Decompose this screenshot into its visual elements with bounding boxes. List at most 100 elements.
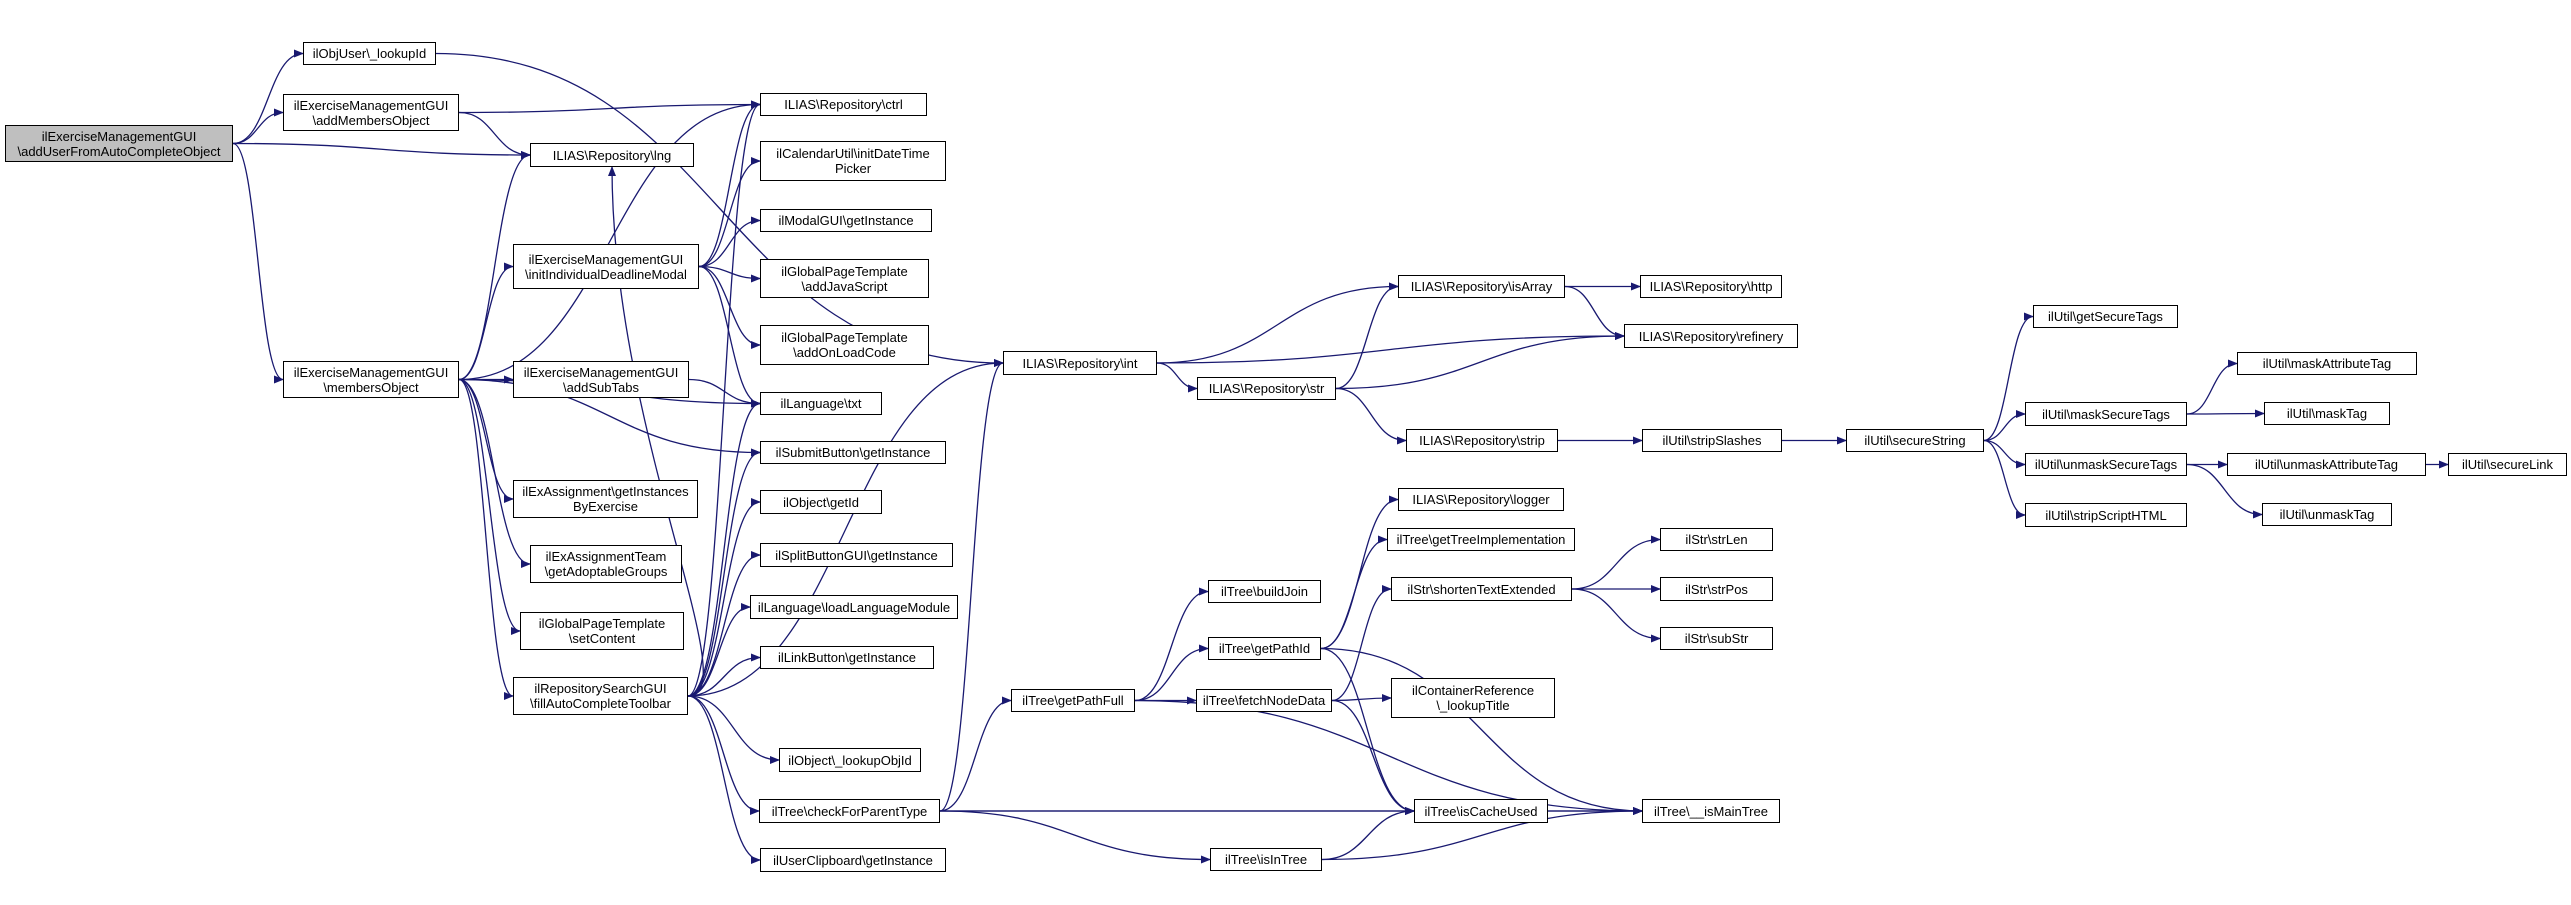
edge-n50-n43	[1320, 495, 1399, 650]
edge-n2-n5	[458, 100, 761, 114]
edge-n21-n20	[687, 653, 761, 697]
node-iltree-fetchnodedata[interactable]: ilTree\fetchNodeData	[1196, 689, 1332, 712]
node-ilutil-maskattributetag[interactable]: ilUtil\maskAttributeTag	[2237, 352, 2417, 375]
node-ilstr-strpos[interactable]: ilStr\strPos	[1660, 577, 1773, 601]
node-iltree-getpathid[interactable]: ilTree\getPathId	[1208, 637, 1321, 660]
node-illanguage-loadlanguagemodule[interactable]: ilLanguage\loadLanguageModule	[750, 595, 958, 619]
node-label: ilContainerReference \_lookupTitle	[1411, 683, 1535, 713]
node-ilglobalpagetemplate-addonloadcode[interactable]: ilGlobalPageTemplate \addOnLoadCode	[760, 325, 929, 365]
node-ilias-repository-ctrl[interactable]: ILIAS\Repository\ctrl	[760, 93, 927, 116]
node-ilcontainerreference-lookuptitle[interactable]: ilContainerReference \_lookupTitle	[1391, 678, 1555, 718]
node-label: ILIAS\Repository\http	[1649, 279, 1773, 294]
node-label: ilSubmitButton\getInstance	[775, 445, 931, 460]
node-ilias-repository-strip[interactable]: ILIAS\Repository\strip	[1406, 429, 1558, 452]
node-label: ilObjUser\_lookupId	[312, 46, 427, 61]
node-iltree-buildjoin[interactable]: ilTree\buildJoin	[1208, 580, 1321, 603]
node-illinkbutton-getinstance[interactable]: ilLinkButton\getInstance	[760, 646, 934, 669]
edge-n8-n9	[698, 265, 761, 283]
node-ilexercisemanagementgui-addmembersobject[interactable]: ilExerciseManagementGUI \addMembersObjec…	[283, 94, 459, 131]
edge-n8-n5	[698, 100, 761, 268]
node-ilutil-getsecuretags[interactable]: ilUtil\getSecureTags	[2033, 305, 2178, 328]
node-label: ilCalendarUtil\initDateTime Picker	[776, 146, 930, 176]
node-ilexassignment-getinstances-byexercise[interactable]: ilExAssignment\getInstances ByExercise	[513, 480, 698, 518]
node-ilobject-lookupobjid[interactable]: ilObject\_lookupObjId	[779, 748, 921, 772]
node-ilsplitbuttongui-getinstance[interactable]: ilSplitButtonGUI\getInstance	[760, 543, 953, 567]
node-label: ilUtil\maskTag	[2286, 406, 2368, 421]
node-label: ilUserClipboard\getInstance	[773, 852, 933, 868]
node-label: ILIAS\Repository\logger	[1412, 492, 1550, 507]
edge-n0-n3	[232, 142, 531, 159]
node-ilias-repository-logger[interactable]: ILIAS\Repository\logger	[1398, 488, 1564, 511]
node-ilmodalgui-getinstance[interactable]: ilModalGUI\getInstance	[760, 209, 932, 232]
node-label: ilGlobalPageTemplate \addOnLoadCode	[781, 330, 908, 360]
edge-n35-n37	[2186, 409, 2265, 418]
node-ilias-repository-http[interactable]: ILIAS\Repository\http	[1640, 275, 1782, 298]
node-ilexercisemanagementgui-addsubtabs[interactable]: ilExerciseManagementGUI \addSubTabs	[513, 361, 689, 398]
edge-n21-n22	[687, 695, 780, 764]
node-ilias-repository-lng[interactable]: ILIAS\Repository\lng	[530, 143, 694, 167]
edge-n21-n24	[687, 695, 761, 864]
node-ilutil-securestring[interactable]: ilUtil\secureString	[1846, 429, 1984, 452]
edge-n25-n30	[1156, 362, 1198, 393]
node-ilutil-unmasktag[interactable]: ilUtil\unmaskTag	[2262, 503, 2392, 526]
node-label: ilRepositorySearchGUI \fillAutoCompleteT…	[530, 681, 671, 711]
node-ilutil-stripslashes[interactable]: ilUtil\stripSlashes	[1642, 429, 1782, 452]
node-iltree-ismaintree[interactable]: ilTree\__isMainTree	[1642, 799, 1780, 823]
node-label: ilExAssignmentTeam \getAdoptableGroups	[544, 549, 668, 579]
node-label: ilTree\checkForParentType	[771, 803, 928, 819]
node-iluserclipboard-getinstance[interactable]: ilUserClipboard\getInstance	[760, 848, 946, 872]
node-ilias-repository-str[interactable]: ILIAS\Repository\str	[1197, 377, 1336, 400]
node-ilobject-getid[interactable]: ilObject\getId	[760, 490, 882, 514]
node-ilias-repository-isarray[interactable]: ILIAS\Repository\isArray	[1398, 275, 1565, 298]
node-ilexercisemanagementgui-membersobject[interactable]: ilExerciseManagementGUI \membersObject	[283, 361, 459, 398]
edge-n33-n42	[1983, 439, 2026, 519]
node-ilutil-securelink[interactable]: ilUtil\secureLink	[2448, 453, 2567, 476]
node-label: ilUtil\unmaskTag	[2279, 507, 2375, 522]
edge-n27-n29	[1564, 285, 1625, 340]
node-label: ilUtil\maskSecureTags	[2042, 406, 2170, 422]
node-ilutil-unmasksecuretags[interactable]: ilUtil\unmaskSecureTags	[2025, 453, 2187, 476]
node-label: ilTree\fetchNodeData	[1202, 693, 1326, 708]
node-label: ilGlobalPageTemplate \setContent	[538, 616, 666, 646]
node-ilstr-shortentextextended[interactable]: ilStr\shortenTextExtended	[1391, 577, 1572, 601]
node-iltree-isintree[interactable]: ilTree\isInTree	[1210, 848, 1322, 871]
edge-n2-n3	[458, 111, 531, 159]
edge-n8-n7	[698, 216, 761, 268]
node-label: ilLanguage\loadLanguageModule	[757, 599, 951, 615]
node-label: ilUtil\stripScriptHTML	[2045, 507, 2167, 523]
node-ilutil-masksecuretags[interactable]: ilUtil\maskSecureTags	[2025, 402, 2187, 426]
node-label: ilUtil\stripSlashes	[1662, 433, 1762, 448]
node-iltree-iscacheused[interactable]: ilTree\isCacheUsed	[1414, 799, 1548, 823]
node-ilglobalpagetemplate-setcontent[interactable]: ilGlobalPageTemplate \setContent	[520, 612, 684, 650]
node-ilstr-strlen[interactable]: ilStr\strLen	[1660, 528, 1773, 551]
node-iltree-gettreeimplementation[interactable]: ilTree\getTreeImplementation	[1387, 528, 1575, 551]
node-illanguage-txt[interactable]: ilLanguage\txt	[760, 392, 882, 415]
node-label: ilExerciseManagementGUI \addMembersObjec…	[293, 97, 449, 128]
node-label: ILIAS\Repository\isArray	[1410, 279, 1553, 294]
edge-n46-n47	[1571, 535, 1661, 590]
node-iltree-getpathfull[interactable]: ilTree\getPathFull	[1011, 689, 1135, 712]
node-ilexercisemanagementgui-initindividualdeadlinemodal[interactable]: ilExerciseManagementGUI \initIndividualD…	[513, 244, 699, 289]
node-ilutil-masktag[interactable]: ilUtil\maskTag	[2264, 402, 2390, 425]
node-label: ilUtil\unmaskAttributeTag	[2254, 457, 2399, 472]
node-ilglobalpagetemplate-addjavascript[interactable]: ilGlobalPageTemplate \addJavaScript	[760, 259, 929, 298]
node-ilutil-stripscripthtml[interactable]: ilUtil\stripScriptHTML	[2025, 503, 2187, 527]
node-ilcalendarutil-initdatetime-picker[interactable]: ilCalendarUtil\initDateTime Picker	[760, 141, 946, 181]
node-ilutil-unmaskattributetag[interactable]: ilUtil\unmaskAttributeTag	[2227, 453, 2426, 476]
node-iltree-checkforparenttype[interactable]: ilTree\checkForParentType	[759, 799, 940, 823]
node-label: ilUtil\secureLink	[2461, 457, 2554, 472]
node-label: ilStr\strPos	[1685, 581, 1748, 597]
node-label: ilStr\strLen	[1685, 532, 1748, 547]
node-ilsubmitbutton-getinstance[interactable]: ilSubmitButton\getInstance	[760, 441, 946, 464]
edge-n23-n55	[939, 810, 1211, 864]
node-ilexassignmentteam-getadoptablegroups[interactable]: ilExAssignmentTeam \getAdoptableGroups	[530, 545, 682, 583]
node-ilias-repository-int[interactable]: ILIAS\Repository\int	[1003, 351, 1157, 375]
node-label: ilTree\getPathId	[1218, 641, 1311, 656]
node-label: ilUtil\getSecureTags	[2048, 309, 2163, 324]
node-ilobjuser-lookupid[interactable]: ilObjUser\_lookupId	[303, 42, 436, 65]
edge-n21-n17	[687, 551, 761, 697]
node-ilstr-substr[interactable]: ilStr\subStr	[1660, 627, 1773, 650]
node-ilias-repository-refinery[interactable]: ILIAS\Repository\refinery	[1624, 324, 1798, 348]
node-ilrepositorysearchgui-fillautocompletetoolbar[interactable]: ilRepositorySearchGUI \fillAutoCompleteT…	[513, 677, 688, 715]
